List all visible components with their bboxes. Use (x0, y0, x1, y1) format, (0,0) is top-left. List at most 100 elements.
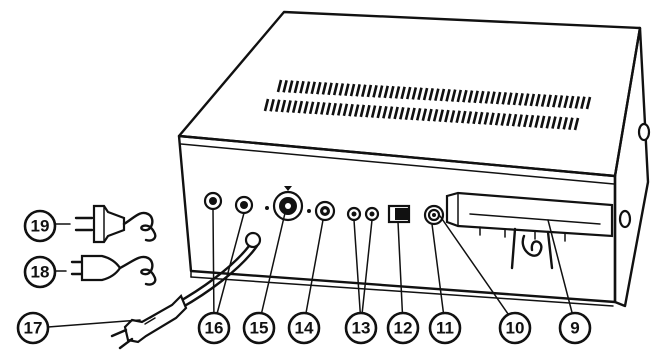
coax-socket-11 (423, 204, 445, 226)
connector-16-left (203, 191, 223, 211)
vent-slot (310, 81, 316, 95)
callout-12-label: 12 (394, 319, 413, 338)
vent-slot (473, 90, 479, 104)
vent-slot (370, 105, 377, 118)
callout-17: 17 (16, 311, 50, 345)
vent-slot (494, 112, 501, 126)
vent-slot (361, 84, 367, 97)
side-knob-lower (618, 209, 632, 229)
selector-arrow-marker (284, 186, 292, 191)
vent-slot (287, 80, 294, 93)
callout-19-label: 19 (31, 217, 50, 236)
vent-slot (511, 113, 518, 127)
vent-row-lower (263, 98, 580, 131)
vent-slot (535, 93, 541, 107)
vent-slot (275, 99, 281, 113)
plug-19 (74, 204, 157, 244)
vent-slot (483, 112, 490, 125)
callout-13: 13 (344, 311, 378, 345)
vent-slot (528, 114, 535, 128)
vent-slot (291, 100, 298, 114)
callout-15: 15 (242, 311, 276, 345)
vent-slot (563, 95, 569, 109)
vent-slot (405, 86, 412, 100)
vent-slot (534, 115, 540, 128)
vent-slot (562, 116, 568, 130)
vent-slot (518, 92, 524, 106)
vent-slot (490, 91, 496, 105)
socket-14 (314, 200, 336, 222)
vent-slot (383, 85, 390, 99)
vent-slot (348, 103, 354, 117)
side-knob-upper (637, 122, 651, 142)
jack-13-left (346, 206, 362, 222)
vent-slot (400, 86, 406, 100)
vent-slot (556, 116, 563, 130)
vent-slot (545, 115, 552, 129)
vent-slot (366, 84, 373, 98)
vent-slot (382, 105, 388, 119)
vent-slot (489, 112, 495, 126)
vent-slot (338, 83, 345, 96)
vent-slot (477, 111, 484, 125)
vent-slot (293, 80, 300, 94)
vent-slot (297, 100, 304, 114)
vent-slot (404, 107, 411, 120)
vent-slot (316, 81, 322, 95)
callout-17-label: 17 (24, 319, 43, 338)
vent-slot (462, 89, 468, 103)
callout-16: 16 (197, 311, 231, 345)
vent-slot (263, 98, 270, 112)
vent-slot (557, 95, 564, 108)
vent-slot (308, 101, 315, 115)
cable-holder-9 (445, 191, 614, 270)
vent-slot (422, 87, 429, 101)
callout-14: 14 (287, 311, 321, 345)
vent-slot (507, 92, 513, 105)
vent-slot (394, 86, 401, 99)
vent-slot (355, 84, 361, 97)
vent-slot (466, 111, 473, 124)
callout-14-label: 14 (295, 319, 314, 338)
vent-slot (321, 82, 328, 95)
callout-16-label: 16 (205, 319, 224, 338)
vent-slot (495, 91, 502, 105)
vent-slot (349, 83, 356, 97)
vent-slot (327, 82, 333, 96)
vent-slot (500, 113, 506, 126)
vent-slot (529, 93, 536, 107)
vent-slot (269, 99, 275, 112)
callout-9-label: 9 (570, 319, 579, 338)
mains-plug-17 (110, 294, 188, 350)
vent-slot (461, 110, 467, 124)
vent-slot (439, 88, 446, 102)
vent-slot (456, 89, 463, 103)
vent-slot (342, 103, 349, 117)
vent-slot (434, 88, 440, 101)
vent-slot (325, 102, 332, 116)
vent-slot (573, 117, 580, 131)
vent-slot (331, 102, 337, 116)
vent-slot (415, 108, 422, 121)
vent-slot (517, 114, 523, 127)
vent-slot (276, 79, 283, 93)
power-cord (110, 231, 262, 350)
leader-lines (47, 208, 576, 328)
vent-slot (299, 80, 305, 94)
cord-grommet (244, 231, 262, 249)
vent-slot (376, 105, 382, 119)
callout-9: 9 (558, 311, 592, 345)
vent-slot (501, 92, 507, 105)
vent-slot (568, 95, 575, 109)
vent-slot (344, 83, 350, 97)
vent-slot (455, 110, 461, 124)
vent-slot (427, 108, 433, 122)
vent-slot (389, 85, 395, 99)
vent-slot (445, 88, 451, 102)
vent-slot (523, 114, 529, 128)
callout-19: 19 (23, 209, 57, 243)
device-right-side (613, 26, 650, 308)
vent-row-upper (276, 79, 592, 110)
vent-slot (428, 88, 434, 101)
vent-slot (411, 87, 418, 100)
